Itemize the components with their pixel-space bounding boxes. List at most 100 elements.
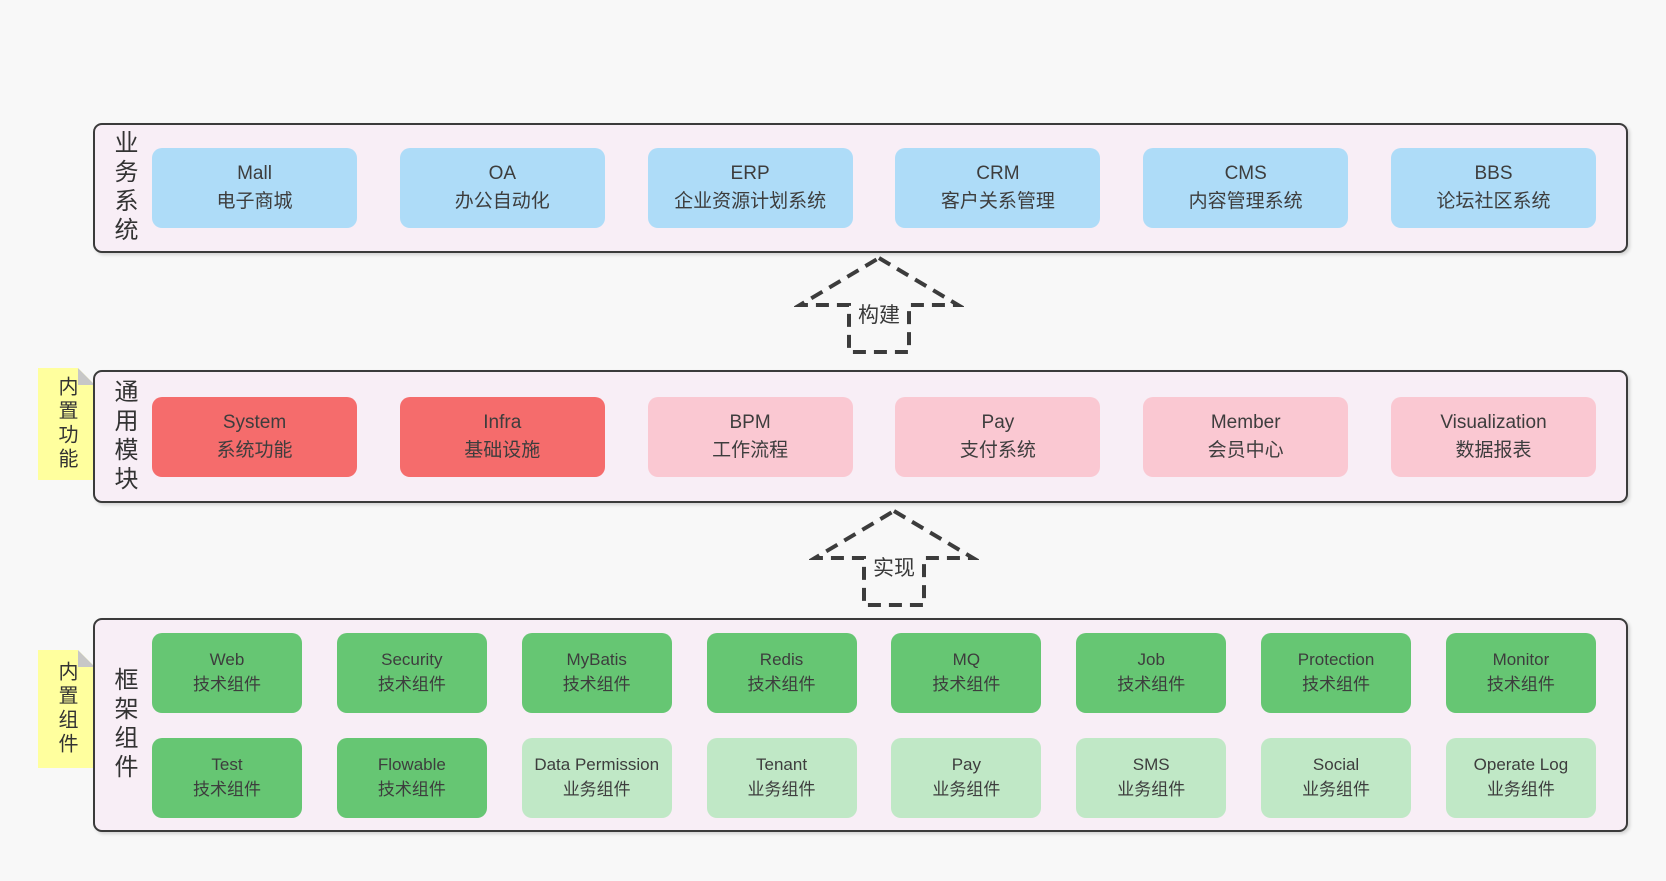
common-modules-box-infra: Infra 基础设施 bbox=[399, 396, 605, 477]
box-name: Infra bbox=[483, 411, 522, 433]
box-name: Member bbox=[1210, 411, 1281, 433]
box-name: Social bbox=[1312, 754, 1360, 774]
box-name: OA bbox=[488, 163, 517, 185]
box-name: Operate Log bbox=[1473, 754, 1569, 774]
common-modules-box-pay: Pay 支付系统 bbox=[895, 396, 1101, 477]
box-desc: 技术组件 bbox=[193, 779, 261, 799]
box-name: CRM bbox=[976, 163, 1020, 185]
common-modules-box-bpm: BPM 工作流程 bbox=[647, 396, 853, 477]
band-label-common-modules: 通用模块 bbox=[110, 378, 137, 495]
framework-components-box-tenant: Tenant 业务组件 bbox=[706, 737, 857, 818]
box-name: Protection bbox=[1297, 649, 1375, 669]
box-desc: 工作流程 bbox=[712, 439, 789, 461]
box-name: MQ bbox=[952, 649, 981, 669]
box-name: System bbox=[222, 411, 287, 433]
band-rows: Mall 电子商城 OA 办公自动化 ERP 企业资源计划系统 CRM 客户关系管理 CMS 内容… bbox=[152, 125, 1626, 251]
band-framework-components: 框架组件 Web 技术组件 Security 技术组件 MyBatis 技术组件 Redis 技… bbox=[93, 618, 1628, 832]
band-label-business-systems: 业务系统 bbox=[110, 130, 137, 246]
box-name: CMS bbox=[1224, 163, 1267, 185]
sticky-note-framework-components: 内置组件 bbox=[38, 650, 95, 768]
band-label-framework-components: 框架组件 bbox=[110, 667, 137, 783]
box-name: Job bbox=[1137, 649, 1165, 669]
sticky-note-label: 内置功能 bbox=[55, 376, 77, 472]
box-desc: 客户关系管理 bbox=[940, 191, 1055, 212]
box-name: BPM bbox=[729, 411, 771, 433]
box-name: Tenant bbox=[756, 754, 808, 774]
framework-components-box-data-permission: Data Permission 业务组件 bbox=[521, 737, 672, 818]
box-desc: 数据报表 bbox=[1455, 439, 1532, 461]
box-desc: 技术组件 bbox=[1117, 674, 1186, 694]
band-rows: System 系统功能 Infra 基础设施 BPM 工作流程 Pay 支付系统 Member 会… bbox=[152, 372, 1626, 501]
box-desc: 业务组件 bbox=[1302, 779, 1371, 799]
framework-components-box-mybatis: MyBatis 技术组件 bbox=[521, 632, 672, 713]
box-desc: 企业资源计划系统 bbox=[674, 191, 827, 212]
sticky-note-common-modules: 内置功能 bbox=[38, 368, 95, 480]
box-desc: 技术组件 bbox=[193, 674, 261, 694]
framework-components-box-social: Social 业务组件 bbox=[1261, 737, 1412, 818]
box-desc: 技术组件 bbox=[932, 674, 1001, 694]
common-modules-box-visualization: Visualization 数据报表 bbox=[1390, 396, 1596, 477]
box-desc: 支付系统 bbox=[959, 439, 1036, 461]
common-modules-box-member: Member 会员中心 bbox=[1143, 396, 1349, 477]
box-desc: 论坛社区系统 bbox=[1436, 191, 1551, 212]
box-desc: 基础设施 bbox=[464, 439, 541, 461]
box-name: Redis bbox=[759, 649, 804, 669]
arrow-label-implement: 实现 bbox=[870, 552, 918, 582]
framework-components-box-redis: Redis 技术组件 bbox=[706, 632, 857, 713]
arrow-build: 构建 bbox=[794, 255, 964, 355]
box-name: Mall bbox=[237, 163, 272, 185]
box-desc: 业务组件 bbox=[562, 779, 631, 799]
box-desc: 会员中心 bbox=[1207, 439, 1284, 461]
arrow-implement: 实现 bbox=[809, 508, 979, 608]
box-desc: 电子商城 bbox=[216, 191, 293, 212]
box-desc: 技术组件 bbox=[377, 674, 446, 694]
box-desc: 技术组件 bbox=[1302, 674, 1371, 694]
box-name: Web bbox=[209, 649, 245, 669]
box-desc: 内容管理系统 bbox=[1188, 191, 1303, 212]
framework-components-box-security: Security 技术组件 bbox=[336, 632, 487, 713]
box-desc: 业务组件 bbox=[1486, 779, 1555, 799]
box-desc: 业务组件 bbox=[747, 779, 816, 799]
business-systems-box-bbs: BBS 论坛社区系统 bbox=[1390, 148, 1596, 228]
box-desc: 技术组件 bbox=[562, 674, 631, 694]
box-name: BBS bbox=[1474, 163, 1513, 185]
business-systems-box-mall: Mall 电子商城 bbox=[152, 148, 357, 228]
box-name: Monitor bbox=[1492, 649, 1550, 669]
band-row: System 系统功能 Infra 基础设施 BPM 工作流程 Pay 支付系统 Member 会… bbox=[152, 396, 1596, 477]
box-name: Data Permission bbox=[534, 754, 660, 774]
box-name: Pay bbox=[951, 754, 982, 774]
common-modules-box-system: System 系统功能 bbox=[152, 396, 357, 477]
framework-components-box-operate-log: Operate Log 业务组件 bbox=[1445, 737, 1596, 818]
box-name: ERP bbox=[730, 163, 770, 185]
box-desc: 系统功能 bbox=[216, 439, 293, 461]
box-name: Test bbox=[211, 754, 243, 774]
box-desc: 业务组件 bbox=[932, 779, 1001, 799]
box-name: Security bbox=[381, 649, 443, 669]
box-name: SMS bbox=[1132, 754, 1170, 774]
box-desc: 业务组件 bbox=[1117, 779, 1186, 799]
framework-components-box-sms: SMS 业务组件 bbox=[1076, 737, 1227, 818]
box-name: Flowable bbox=[377, 754, 446, 774]
framework-components-box-job: Job 技术组件 bbox=[1076, 632, 1227, 713]
arrow-up-icon bbox=[794, 255, 964, 354]
arrow-up-icon bbox=[809, 508, 979, 607]
framework-components-box-test: Test 技术组件 bbox=[152, 737, 302, 818]
business-systems-box-oa: OA 办公自动化 bbox=[399, 148, 605, 228]
box-desc: 办公自动化 bbox=[454, 191, 550, 212]
framework-components-box-protection: Protection 技术组件 bbox=[1261, 632, 1412, 713]
business-systems-box-erp: ERP 企业资源计划系统 bbox=[647, 148, 853, 228]
box-name: MyBatis bbox=[566, 649, 627, 669]
business-systems-box-cms: CMS 内容管理系统 bbox=[1143, 148, 1349, 228]
box-name: Pay bbox=[981, 411, 1015, 433]
business-systems-box-crm: CRM 客户关系管理 bbox=[895, 148, 1101, 228]
framework-components-box-mq: MQ 技术组件 bbox=[891, 632, 1042, 713]
box-desc: 技术组件 bbox=[747, 674, 816, 694]
box-name: Visualization bbox=[1440, 411, 1547, 433]
arrow-label-build: 构建 bbox=[855, 299, 903, 329]
